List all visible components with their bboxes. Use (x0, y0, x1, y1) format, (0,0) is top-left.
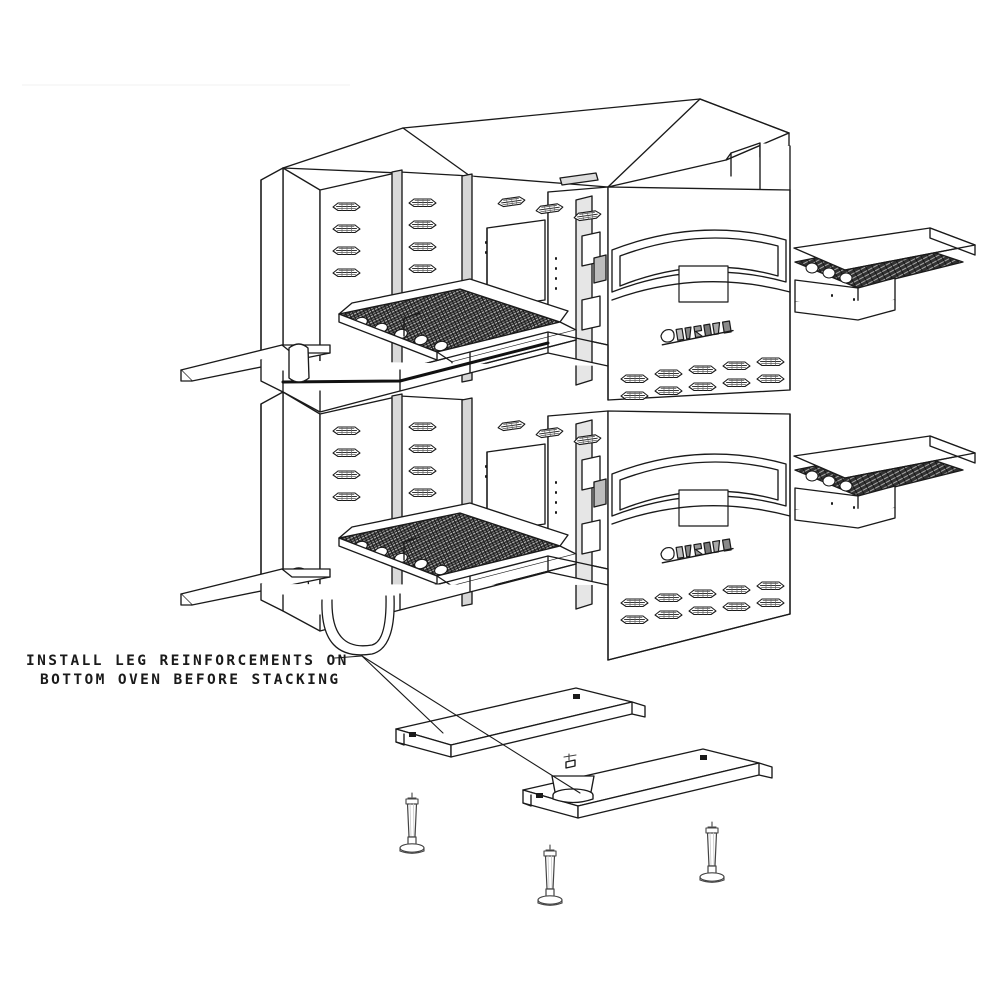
lower-front-panel (607, 410, 791, 661)
oven-top-surface (282, 98, 791, 200)
upper-front-panel (607, 186, 791, 401)
upper-exit-shelf (793, 227, 976, 321)
annotation-text-line-2: BOTTOM OVEN BEFORE STACKING (40, 672, 341, 688)
bolt-hole (536, 793, 543, 798)
lower-exit-shelf (793, 435, 976, 529)
annotation-text-line-1: INSTALL LEG REINFORCEMENTS ON (26, 653, 349, 669)
bolt-hole (409, 732, 416, 737)
bolt-hole (573, 694, 580, 699)
display-window-lower (678, 489, 729, 527)
lower-entry-rail (180, 568, 331, 606)
annotation-leaders (334, 655, 581, 794)
brand-logo-upper (660, 320, 734, 346)
mounted-leg (551, 753, 595, 804)
leg-reinforcement-bar-front (522, 748, 773, 819)
display-window-upper (678, 265, 729, 303)
power-cord-loop (321, 595, 395, 656)
side-handle-upper (288, 343, 310, 383)
leg-reinforcement-bar-rear (395, 687, 646, 758)
brand-logo-lower (660, 538, 734, 564)
bolt-hole (700, 755, 707, 760)
stack-joint-band (260, 331, 609, 413)
